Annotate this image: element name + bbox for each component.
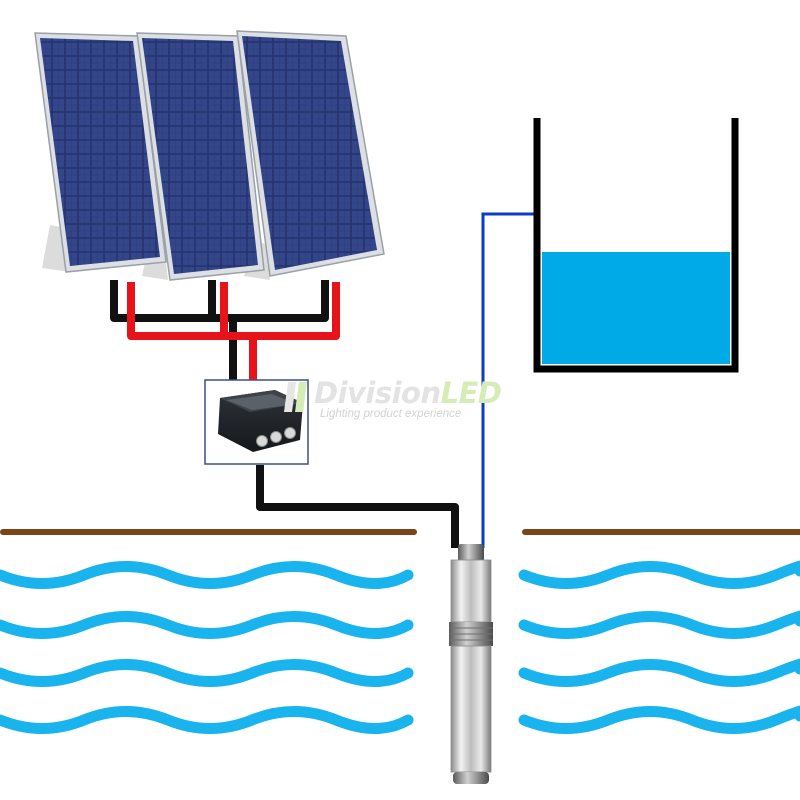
solar-panel-array xyxy=(34,30,385,281)
water-wave-row-2-left xyxy=(0,611,414,639)
water-wave-row-4-right xyxy=(518,705,800,734)
water-wave-row-3-left xyxy=(0,659,414,687)
submersible-pump-icon xyxy=(449,544,493,784)
solar-panel-1 xyxy=(34,32,167,273)
pump-power-cable xyxy=(256,465,459,548)
water-wave-row-4-left xyxy=(0,706,414,734)
brand-logo-icon xyxy=(284,382,307,412)
water-wave-row-1-right xyxy=(518,560,800,589)
controller-box-icon xyxy=(218,390,303,452)
water-wave-row-1-left xyxy=(0,561,414,589)
solar-panel-2 xyxy=(136,32,265,281)
water-wave-row-2-right xyxy=(518,610,800,639)
watermark-tagline: Lighting product experience xyxy=(320,408,462,420)
negative-wiring xyxy=(110,280,329,382)
tank-water-level xyxy=(542,252,730,364)
watermark-brand: DivisionLED xyxy=(314,376,502,410)
water-tank-icon xyxy=(533,118,739,373)
water-delivery-pipe xyxy=(481,212,537,548)
well-water xyxy=(0,560,800,734)
solar-panel-3 xyxy=(236,30,385,277)
water-wave-row-3-right xyxy=(518,658,800,687)
watermark-logo: DivisionLED Lighting product experience xyxy=(280,374,540,426)
positive-wiring xyxy=(127,282,340,382)
